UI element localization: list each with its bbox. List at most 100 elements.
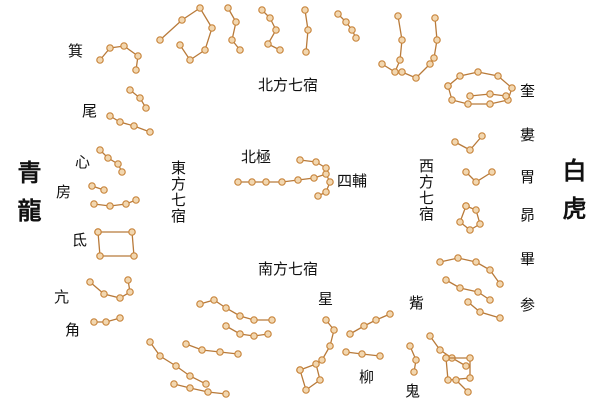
star-27-0	[196, 300, 204, 308]
star-17-0	[234, 178, 242, 186]
constellation-line-8	[99, 45, 139, 71]
constellation-line-4	[337, 13, 357, 39]
constellation-line-1	[227, 7, 241, 51]
star-8-1	[106, 44, 114, 52]
mansion-xing: 星	[318, 290, 334, 308]
star-8-4	[132, 66, 140, 74]
star-29-2	[216, 348, 224, 356]
mansion-lou: 婁	[520, 126, 536, 144]
star-37-1	[436, 346, 444, 354]
star-27-1	[210, 296, 218, 304]
star-5-2	[396, 56, 404, 64]
star-38-3	[444, 376, 452, 384]
constellation-line-37	[429, 335, 467, 367]
star-25-3	[486, 296, 494, 304]
constellation-line-28	[225, 325, 269, 337]
star-25-0	[442, 276, 450, 284]
constellation-line-29	[185, 343, 239, 355]
star-34-1	[360, 322, 368, 330]
mansion-zi: 觜	[409, 294, 425, 312]
east-mansions-label: 東方七宿	[169, 160, 187, 224]
star-3-0	[301, 6, 309, 14]
star-39-1	[464, 388, 472, 396]
star-10-0	[106, 112, 114, 120]
star-5-4	[378, 60, 386, 68]
constellation-line-25	[445, 279, 491, 301]
star-0-3	[208, 24, 216, 32]
star-25-1	[456, 284, 464, 292]
star-30-2	[172, 362, 180, 370]
star-4-1	[342, 18, 350, 26]
mansion-jiao: 角	[65, 321, 81, 339]
white-tiger-title: 白虎	[557, 158, 587, 234]
mansion-xin: 心	[75, 153, 91, 171]
mansion-wei-stomach: 胃	[520, 168, 536, 186]
star-32-4	[296, 366, 304, 374]
star-5-0	[394, 12, 402, 20]
star-13-1	[106, 202, 114, 210]
constellation-lines	[86, 4, 516, 398]
star-29-0	[182, 340, 190, 348]
star-17-1	[248, 178, 256, 186]
star-24-4	[496, 280, 504, 288]
star-33-3	[318, 356, 326, 364]
star-7-2	[430, 54, 438, 62]
star-33-0	[322, 316, 330, 324]
mansion-mao: 昴	[520, 206, 536, 224]
star-19-4	[508, 84, 516, 92]
star-17-3	[278, 178, 286, 186]
star-33-2	[326, 342, 334, 350]
star-4-3	[352, 34, 360, 42]
star-24-0	[436, 258, 444, 266]
star-15-3	[126, 288, 134, 296]
star-36-2	[410, 368, 418, 376]
star-27-4	[250, 316, 258, 324]
star-11-2	[114, 160, 122, 168]
north-mansions-label: 北方七宿	[258, 76, 319, 94]
star-5-3	[391, 68, 399, 76]
star-21-0	[451, 138, 459, 146]
star-9-1	[136, 94, 144, 102]
mansion-kui: 奎	[520, 82, 536, 100]
star-13-3	[132, 196, 140, 204]
star-30-0	[146, 338, 154, 346]
star-4-0	[334, 10, 342, 18]
star-8-0	[96, 56, 104, 64]
star-26-1	[476, 308, 484, 316]
star-0-1	[178, 16, 186, 24]
constellation-line-34	[349, 313, 391, 335]
star-10-3	[146, 128, 154, 136]
star-22-2	[488, 168, 496, 176]
star-23-5	[462, 202, 470, 210]
constellation-line-26	[467, 301, 501, 319]
mansion-shen: 参	[520, 296, 536, 314]
star-3-1	[304, 26, 312, 34]
star-7-0	[431, 14, 439, 22]
star-1-3	[236, 46, 244, 54]
four-assistants-label: 四輔	[337, 172, 368, 190]
star-28-1	[236, 330, 244, 338]
constellation-line-27	[199, 299, 272, 321]
star-34-3	[386, 310, 394, 318]
star-27-5	[268, 316, 276, 324]
star-32-3	[302, 386, 310, 394]
star-14-3	[96, 252, 104, 260]
star-0-6	[176, 41, 184, 49]
star-2-1	[266, 14, 274, 22]
star-31-2	[204, 388, 212, 396]
star-17-2	[262, 178, 270, 186]
star-31-0	[170, 380, 178, 388]
mansion-di: 氐	[72, 231, 88, 249]
star-22-1	[472, 178, 480, 186]
star-17-4	[294, 176, 302, 184]
constellation-line-15	[89, 279, 131, 299]
star-20-1	[486, 90, 494, 98]
star-29-3	[234, 350, 242, 358]
star-19-2	[474, 68, 482, 76]
star-2-4	[276, 46, 284, 54]
mansion-liu: 柳	[359, 368, 375, 386]
star-10-1	[116, 118, 124, 126]
star-6-0	[398, 68, 406, 76]
star-25-2	[474, 288, 482, 296]
